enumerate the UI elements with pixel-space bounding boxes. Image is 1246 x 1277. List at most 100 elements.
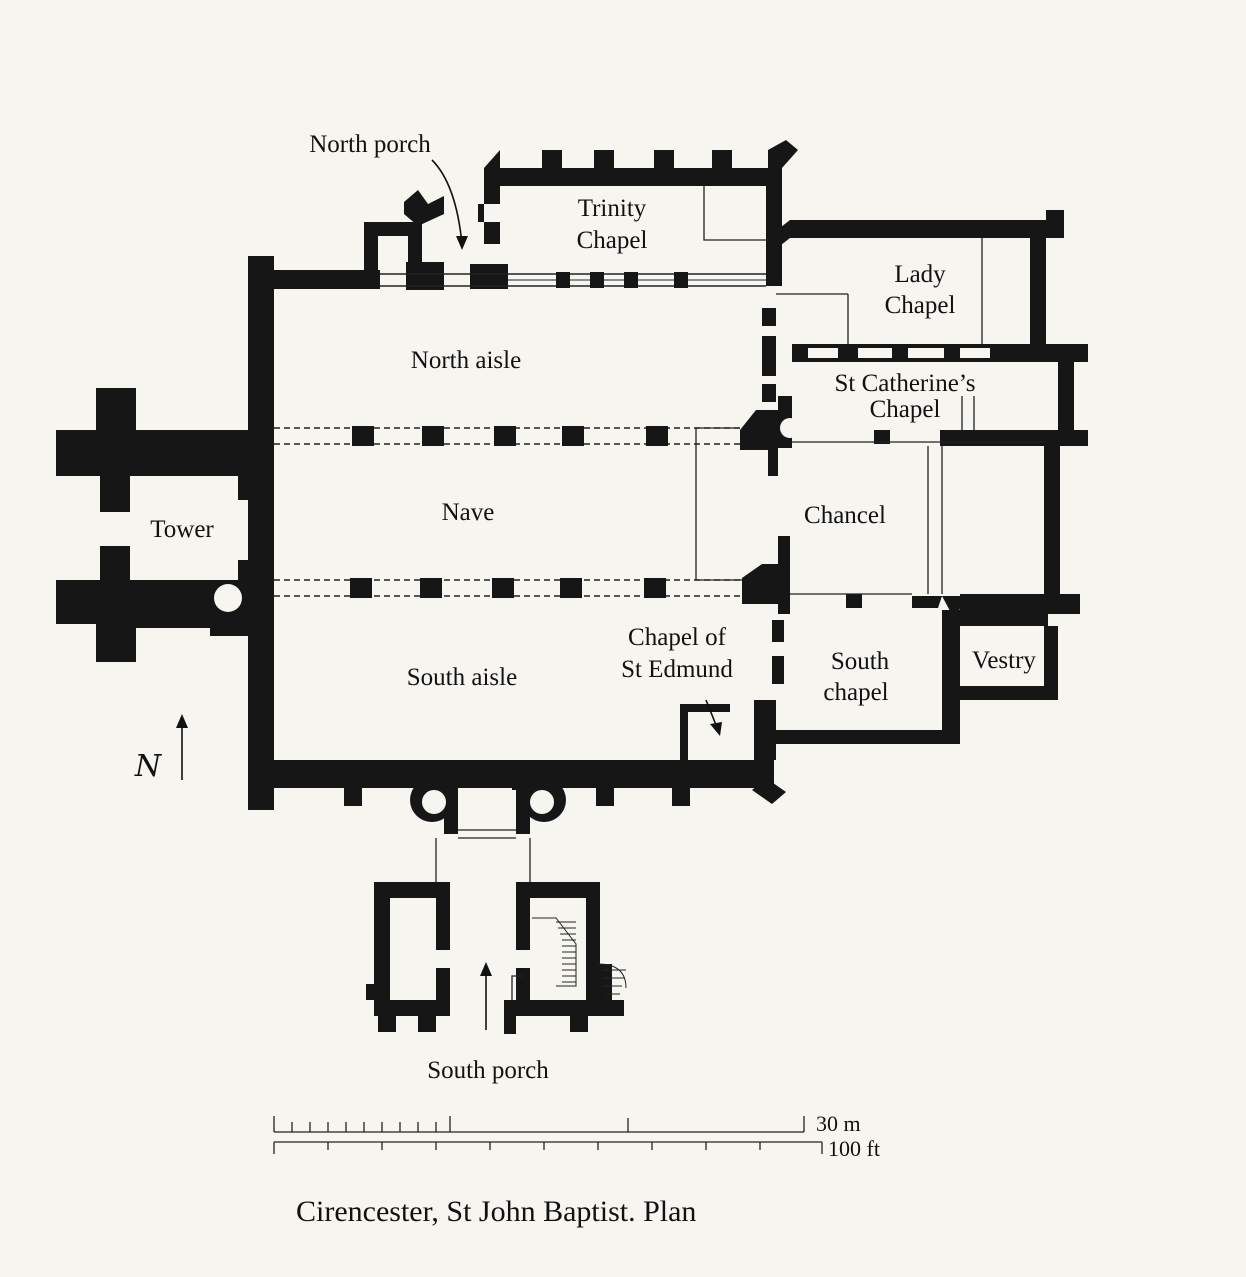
label-trinity-chapel-1: Trinity bbox=[578, 195, 647, 222]
porch-stair bbox=[532, 917, 627, 995]
edmund-screen-top bbox=[680, 704, 730, 712]
label-south-chapel-1: South bbox=[831, 648, 890, 675]
chancel-south-ext bbox=[960, 594, 1080, 614]
north-porch-top bbox=[364, 222, 422, 236]
scale-ticks-metric bbox=[273, 1116, 805, 1132]
nave-pier bbox=[646, 426, 668, 446]
north-aisle-wall bbox=[274, 270, 380, 289]
arrows bbox=[176, 159, 722, 1030]
label-south-chapel-2: chapel bbox=[823, 679, 888, 706]
south-aisle-wall bbox=[274, 760, 774, 788]
nave-pier bbox=[560, 578, 582, 598]
stair-turrets bbox=[210, 418, 800, 822]
trinity-chapel-walls bbox=[478, 140, 798, 286]
tower-stair bbox=[214, 584, 242, 612]
nave-pier bbox=[562, 426, 584, 446]
catherine-south bbox=[940, 430, 1088, 446]
stair-flight bbox=[532, 917, 577, 987]
chancel-south-wedge bbox=[912, 596, 942, 608]
south-porch-arrowhead bbox=[480, 962, 492, 976]
catherine-pier bbox=[874, 430, 890, 444]
label-trinity-chapel-2: Chapel bbox=[577, 227, 648, 254]
south-porch-door-east bbox=[512, 760, 522, 790]
label-nave: Nave bbox=[442, 499, 495, 526]
scale-label-imperial: 100 ft bbox=[828, 1136, 880, 1161]
trinity-pier bbox=[674, 272, 688, 288]
south-porch-pier bbox=[516, 968, 530, 1016]
porch-turret-east-inner bbox=[530, 790, 554, 814]
label-chancel: Chancel bbox=[804, 502, 886, 529]
scale-bar bbox=[273, 1116, 823, 1154]
west-wall bbox=[248, 256, 274, 810]
nave-pier bbox=[420, 578, 442, 598]
nave-pier bbox=[644, 578, 666, 598]
south-porch-door-west bbox=[434, 760, 444, 790]
north-aisle-wall-east bbox=[470, 264, 508, 289]
label-st-catherine-2: Chapel bbox=[870, 396, 941, 423]
edmund-screen-west bbox=[680, 704, 688, 762]
label-st-edmund-2: St Edmund bbox=[621, 656, 733, 683]
lady-arcade-gap bbox=[908, 348, 944, 358]
label-lady-chapel-2: Chapel bbox=[885, 292, 956, 319]
lady-arcade-gap bbox=[858, 348, 892, 358]
south-porch-east-walls-2 bbox=[530, 898, 624, 1016]
label-vestry: Vestry bbox=[972, 647, 1036, 674]
label-north-aisle: North aisle bbox=[411, 347, 521, 374]
room-labels: North porch Trinity Chapel Lady Chapel N… bbox=[134, 131, 1037, 1084]
north-porch-pier bbox=[408, 222, 422, 268]
tower-north bbox=[56, 388, 248, 512]
buttress bbox=[418, 1016, 436, 1032]
lady-chapel-walls bbox=[772, 210, 1064, 346]
trinity-pier bbox=[590, 272, 604, 288]
nave-pier bbox=[492, 578, 514, 598]
lady-arcade-gap bbox=[808, 348, 838, 358]
fine-lines bbox=[435, 186, 1046, 1000]
buttress bbox=[752, 778, 786, 804]
vestry-walls bbox=[942, 596, 1058, 700]
north-porch-arrowhead bbox=[456, 236, 468, 250]
chancel-jamb bbox=[762, 384, 776, 402]
label-st-edmund-1: Chapel of bbox=[628, 624, 727, 651]
figure-caption: Cirencester, St John Baptist. Plan bbox=[296, 1195, 696, 1228]
nave-pier bbox=[350, 578, 372, 598]
south-porch-east-walls bbox=[516, 882, 600, 950]
south-porch-west-walls bbox=[366, 882, 450, 1016]
chancel-jamb bbox=[762, 308, 776, 326]
label-south-porch: South porch bbox=[427, 1057, 549, 1084]
choir-enclosure bbox=[695, 427, 742, 581]
chancel-stair bbox=[780, 418, 800, 438]
lady-arcade-gap bbox=[960, 348, 990, 358]
chancel-south-pier bbox=[846, 594, 862, 608]
label-st-catherine-1: St Catherine’s bbox=[835, 370, 976, 397]
north-marker-letter: N bbox=[134, 749, 163, 784]
label-tower: Tower bbox=[150, 516, 214, 543]
nave-pier bbox=[422, 426, 444, 446]
tower-south bbox=[56, 546, 248, 662]
north-arrowhead bbox=[176, 714, 188, 728]
porch-turret-west-inner bbox=[422, 790, 446, 814]
chancel-arch-south bbox=[742, 536, 790, 614]
buttress bbox=[672, 786, 690, 806]
chancel-jamb bbox=[762, 336, 776, 376]
buttress bbox=[378, 1016, 396, 1032]
trinity-pier bbox=[624, 272, 638, 288]
label-north-porch: North porch bbox=[309, 131, 431, 158]
trinity-pier bbox=[556, 272, 570, 288]
buttress bbox=[596, 786, 614, 806]
porch-doorway bbox=[511, 975, 524, 1000]
scale-ticks-imperial bbox=[273, 1142, 823, 1154]
label-lady-chapel-1: Lady bbox=[894, 261, 946, 288]
stair-treads bbox=[556, 921, 576, 983]
nave-pier bbox=[494, 426, 516, 446]
catherine-east-wall bbox=[1058, 356, 1074, 440]
chancel-east-wall bbox=[1044, 440, 1060, 608]
buttress bbox=[570, 1016, 588, 1032]
trinity-screen bbox=[703, 186, 766, 241]
nave-pier bbox=[352, 426, 374, 446]
chancel-jamb bbox=[772, 656, 784, 684]
buttress bbox=[344, 786, 362, 806]
north-porch-arrow bbox=[431, 159, 463, 245]
north-porch-turret bbox=[404, 190, 444, 226]
south-porch-pier bbox=[504, 1000, 516, 1034]
